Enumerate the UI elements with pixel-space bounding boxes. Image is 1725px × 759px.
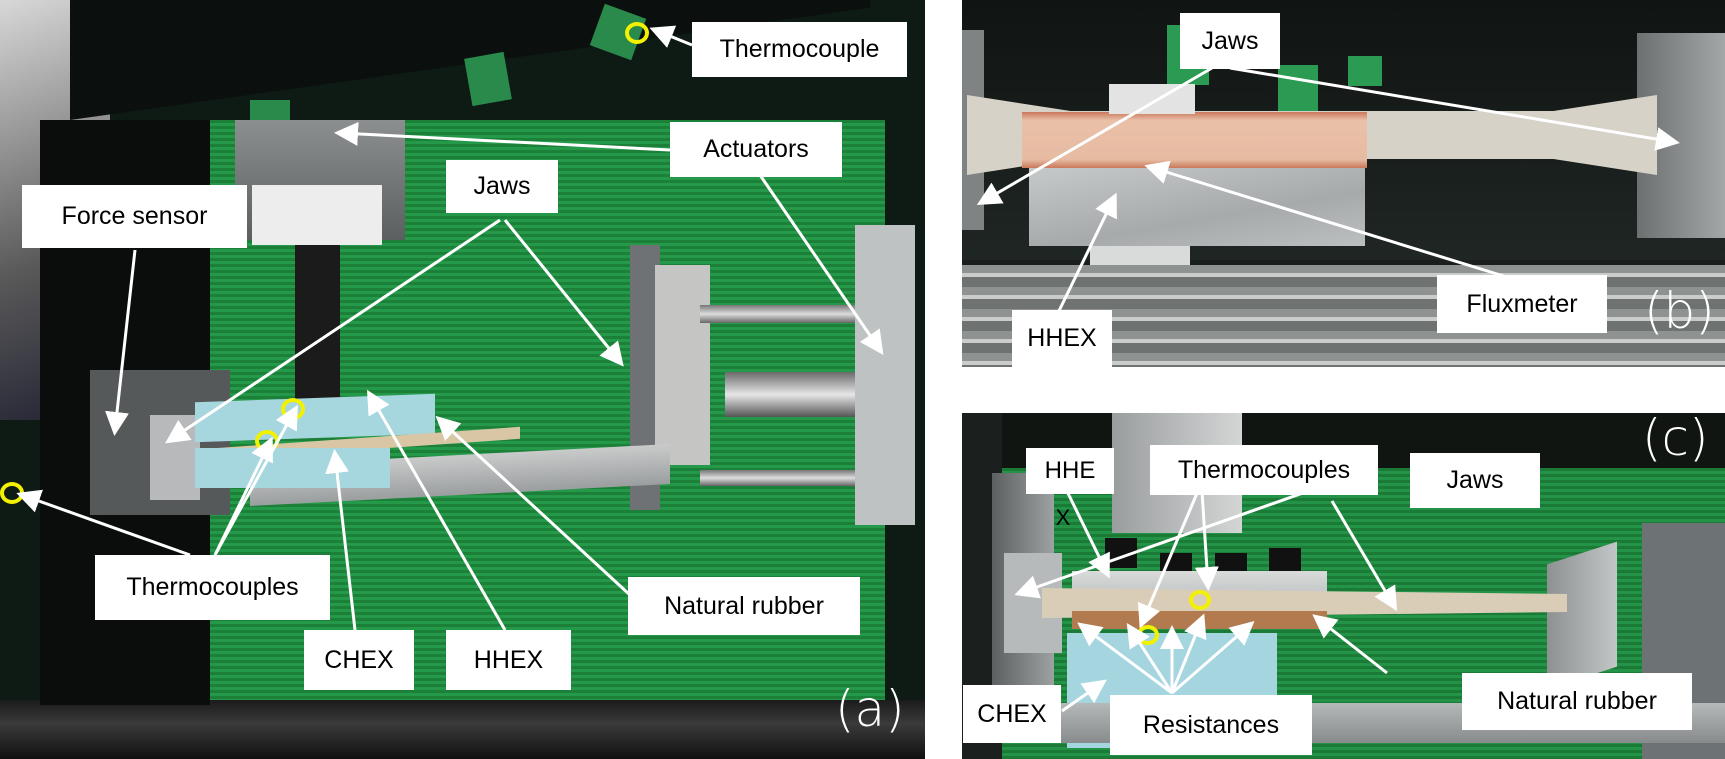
label-fluxmeter: Fluxmeter <box>1437 275 1607 333</box>
label-chex: CHEX <box>963 685 1061 743</box>
label-thermocouples: Thermocouples <box>1150 445 1378 495</box>
top-mount <box>1109 84 1195 114</box>
photo-panel-c: HHE X Thermocouples Jaws CHEX Resistance… <box>962 413 1725 759</box>
right-carriage <box>655 265 710 465</box>
label-natural-rubber: Natural rubber <box>1462 673 1692 730</box>
green-tape-patch <box>1348 56 1382 86</box>
thermocouple-marker <box>1137 625 1159 645</box>
panel-letter-a: (a) <box>835 680 905 738</box>
photo-panel-b: Jaws Fluxmeter HHEX (b) <box>962 0 1725 367</box>
guide-rod <box>700 305 870 323</box>
label-force-sensor: Force sensor <box>22 185 247 248</box>
label-jaws: Jaws <box>1410 453 1540 508</box>
left-jaw <box>150 415 200 500</box>
label-thermocouples: Thermocouples <box>95 555 330 620</box>
thermocouple-marker <box>1189 590 1211 610</box>
label-hhex: HHEX <box>446 630 571 690</box>
right-jaw-block <box>1547 541 1617 690</box>
thermocouple-marker <box>255 430 279 452</box>
chex-foam-block <box>195 448 390 488</box>
label-actuators: Actuators <box>670 122 842 177</box>
panel-letter-b: (b) <box>1644 282 1715 340</box>
guide-rod <box>700 470 870 486</box>
photo-panel-a: Thermocouple Actuators Jaws Force sensor… <box>0 0 925 759</box>
label-thermocouple: Thermocouple <box>692 22 907 77</box>
label-hhex: HHEX <box>1012 310 1112 367</box>
actuator-block-white <box>252 185 382 245</box>
green-tape-patch <box>464 51 512 107</box>
vertical-arm <box>295 245 340 405</box>
right-actuator-frame <box>855 225 915 525</box>
copper-strip <box>1072 611 1327 629</box>
label-hhe: HHE <box>1026 448 1114 494</box>
label-jaws: Jaws <box>1180 13 1280 69</box>
enclosure-bottom-rail <box>0 700 925 759</box>
hhex-aluminium-block <box>1029 168 1365 246</box>
panel-letter-c: (c) <box>1642 413 1709 467</box>
thermocouple-marker <box>0 482 24 504</box>
fluxmeter-copper-strip <box>1022 112 1367 168</box>
thermocouple-marker <box>625 22 649 44</box>
thermocouple-marker <box>281 398 305 420</box>
black-resistance-housing <box>1105 538 1137 568</box>
label-natural-rubber: Natural rubber <box>628 577 860 635</box>
actuator-cylinder <box>725 372 875 417</box>
label-x-mark: X <box>1055 505 1071 530</box>
label-chex: CHEX <box>304 630 414 690</box>
label-jaws: Jaws <box>446 160 558 213</box>
label-resistances: Resistances <box>1110 695 1312 755</box>
